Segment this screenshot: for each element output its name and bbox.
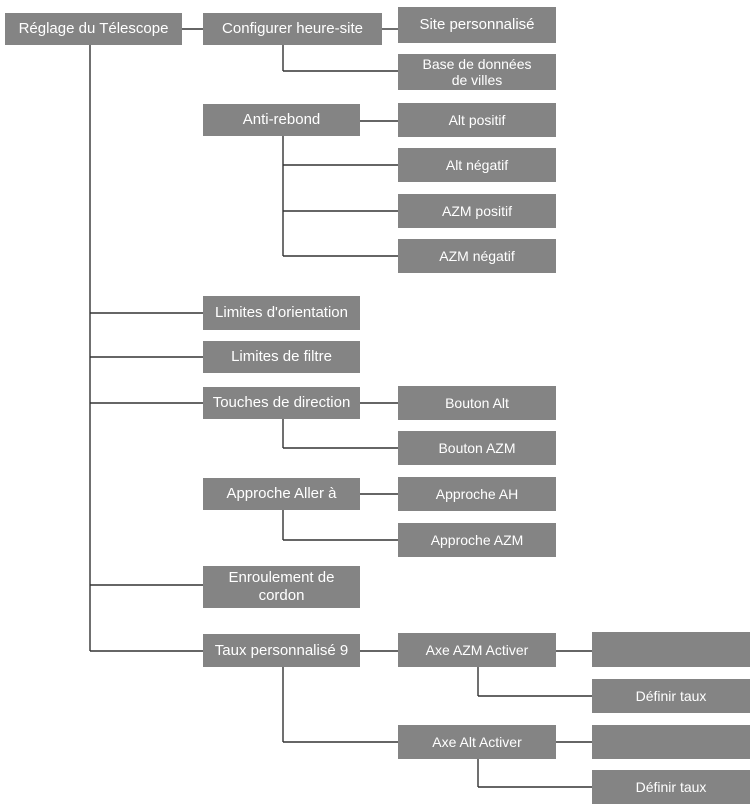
node-alt-positif: Alt positif [398, 103, 556, 137]
node-definir-taux-azm: Définir taux [592, 679, 750, 713]
node-limites-orientation: Limites d'orientation [203, 296, 360, 330]
node-enroulement-cordon: Enroulement de cordon [203, 566, 360, 608]
node-anti-rebond: Anti-rebond [203, 104, 360, 136]
node-touches-direction: Touches de direction [203, 387, 360, 419]
node-axe-azm-activer: Axe AZM Activer [398, 633, 556, 667]
node-reglage-telescope: Réglage du Télescope [5, 13, 182, 45]
node-azm-positif: AZM positif [398, 194, 556, 228]
node-bouton-alt: Bouton Alt [398, 386, 556, 420]
node-axe-azm-empty [592, 632, 750, 667]
node-site-personnalise: Site personnalisé [398, 7, 556, 43]
node-axe-alt-activer: Axe Alt Activer [398, 725, 556, 759]
node-definir-taux-alt: Définir taux [592, 770, 750, 804]
node-approche-ah: Approche AH [398, 477, 556, 511]
node-configurer-heure-site: Configurer heure-site [203, 13, 382, 45]
node-bouton-azm: Bouton AZM [398, 431, 556, 465]
node-limites-filtre: Limites de filtre [203, 341, 360, 373]
node-axe-alt-empty [592, 725, 750, 759]
node-base-villes: Base de données de villes [398, 54, 556, 90]
node-azm-negatif: AZM négatif [398, 239, 556, 273]
node-approche-aller: Approche Aller à [203, 478, 360, 510]
node-approche-azm: Approche AZM [398, 523, 556, 557]
node-alt-negatif: Alt négatif [398, 148, 556, 182]
node-taux-personnalise: Taux personnalisé 9 [203, 634, 360, 667]
